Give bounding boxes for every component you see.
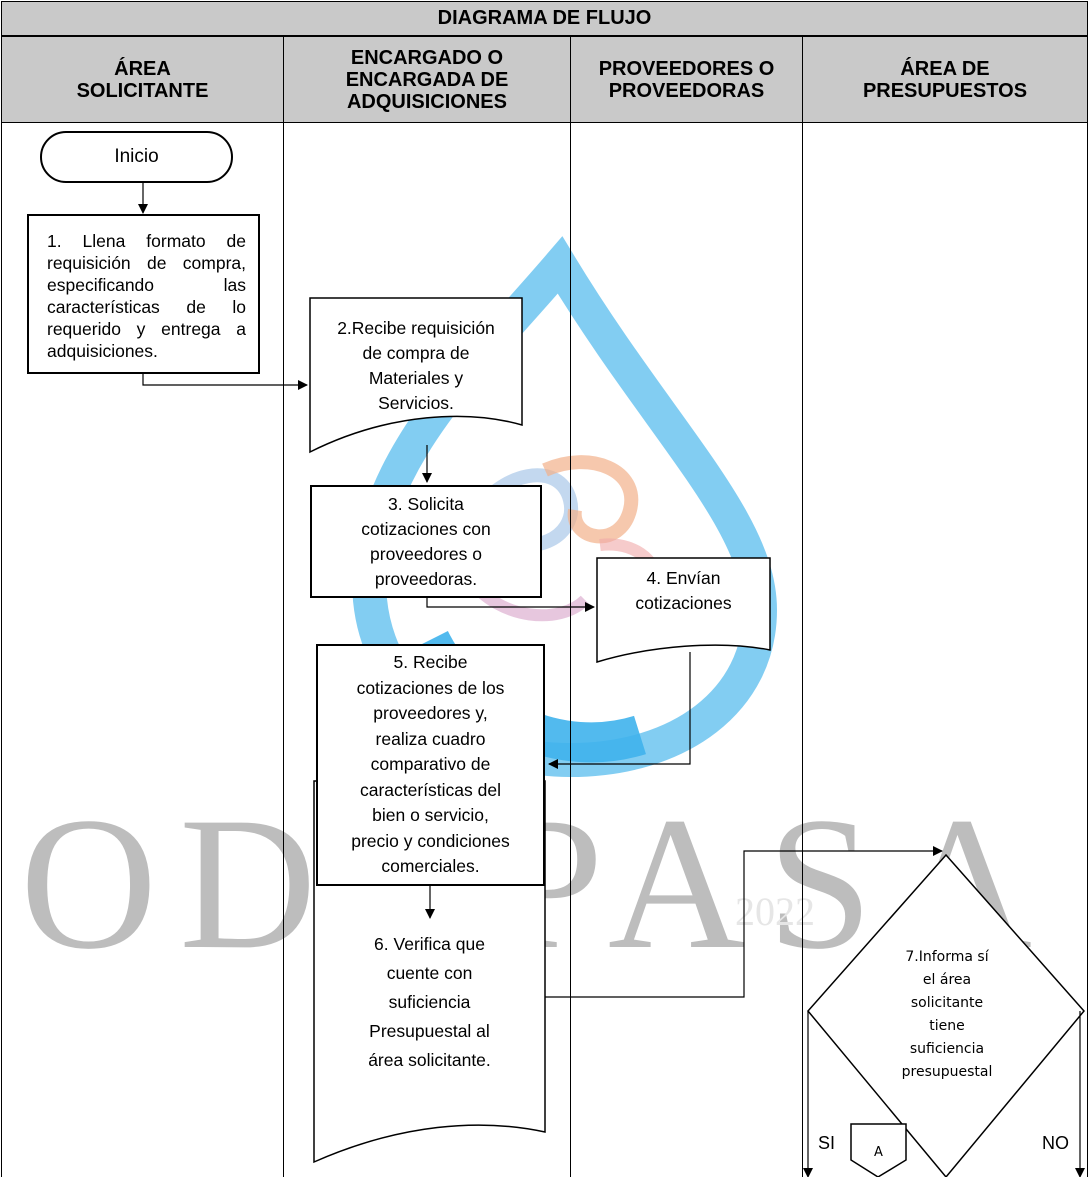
lane-header-label: ÁREA DE PRESUPUESTOS <box>862 57 1028 102</box>
step-2-document-shape <box>309 297 523 454</box>
lane-divider <box>570 123 571 1177</box>
lane-divider <box>1087 123 1088 1177</box>
diagram-title: DIAGRAMA DE FLUJO <box>1 1 1088 36</box>
step-4-text: 4. Envían cotizaciones <box>635 568 732 613</box>
step-4-document-shape <box>596 557 771 664</box>
lane-divider <box>1 123 2 1177</box>
lane-header-area-solicitante: ÁREA SOLICITANTE <box>1 36 284 123</box>
step-1-box: 1. Llena formato de requisición de compr… <box>27 214 260 374</box>
step-5-text: 5. Recibe cotizaciones de los proveedore… <box>351 652 510 877</box>
step-3-box: 3. Solicita cotizaciones con proveedores… <box>310 485 542 598</box>
step-5-box: 5. Recibe cotizaciones de los proveedore… <box>316 644 545 886</box>
arrow-step6-to-decision7 <box>545 846 943 998</box>
watermark-year: 2022 <box>735 889 815 934</box>
lane-header-label: PROVEEDORES O PROVEEDORAS <box>598 57 775 102</box>
lane-header-label: ENCARGADO O ENCARGADA DE ADQUISICIONES <box>345 46 509 113</box>
offpage-connector-a-shape <box>850 1123 907 1177</box>
branch-no-label: NO <box>1042 1133 1069 1153</box>
lane-header-proveedores: PROVEEDORES O PROVEEDORAS <box>570 36 803 123</box>
lane-header-presupuestos: ÁREA DE PRESUPUESTOS <box>802 36 1088 123</box>
lane-header-adquisiciones: ENCARGADO O ENCARGADA DE ADQUISICIONES <box>283 36 571 123</box>
arrow-step1-to-step2 <box>142 373 308 390</box>
arrow-step4-to-step5 <box>548 652 691 769</box>
arrow-step3-to-step4 <box>426 597 595 612</box>
decision-7-diamond-shape <box>807 853 1085 1177</box>
start-terminal: Inicio <box>40 131 233 183</box>
offpage-connector-a-label: A <box>874 1145 883 1160</box>
step-1-text: 1. Llena formato de requisición de compr… <box>47 231 246 361</box>
lane-divider <box>283 123 284 1177</box>
lane-divider <box>802 123 803 1177</box>
step-3-text: 3. Solicita cotizaciones con proveedores… <box>361 493 491 589</box>
lane-header-label: ÁREA SOLICITANTE <box>76 57 209 102</box>
branch-yes-label: SI <box>818 1133 836 1153</box>
decision-7-text: 7.Informa sí el área solicitante tiene s… <box>901 949 993 1080</box>
step-2-text: 2.Recibe requisición de compra de Materi… <box>337 318 495 413</box>
step-6-text: 6. Verifica que cuente con suficiencia P… <box>368 934 491 1070</box>
